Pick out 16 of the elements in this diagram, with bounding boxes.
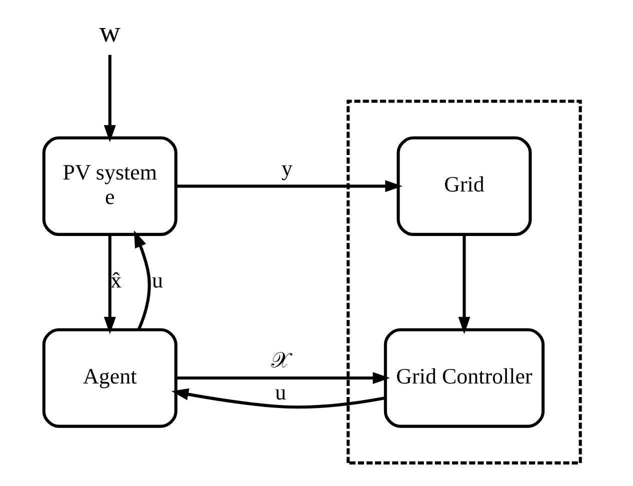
node-text: w (98, 16, 120, 49)
edge-label: u (274, 379, 286, 404)
arrow (133, 230, 150, 330)
edge-label: 𝒳 (270, 348, 290, 373)
cluster (346, 100, 582, 464)
edge-label: y (281, 156, 292, 181)
node-box: Agent (42, 328, 177, 428)
edge-label: u (152, 267, 163, 292)
arrow (176, 372, 390, 384)
arrow (103, 54, 116, 142)
node-box: PV system e (42, 136, 177, 236)
arrow (176, 180, 402, 192)
arrow (170, 388, 385, 409)
node-box: Grid (396, 136, 532, 236)
node-box: Grid Controller (383, 328, 544, 428)
arrow (458, 234, 470, 334)
